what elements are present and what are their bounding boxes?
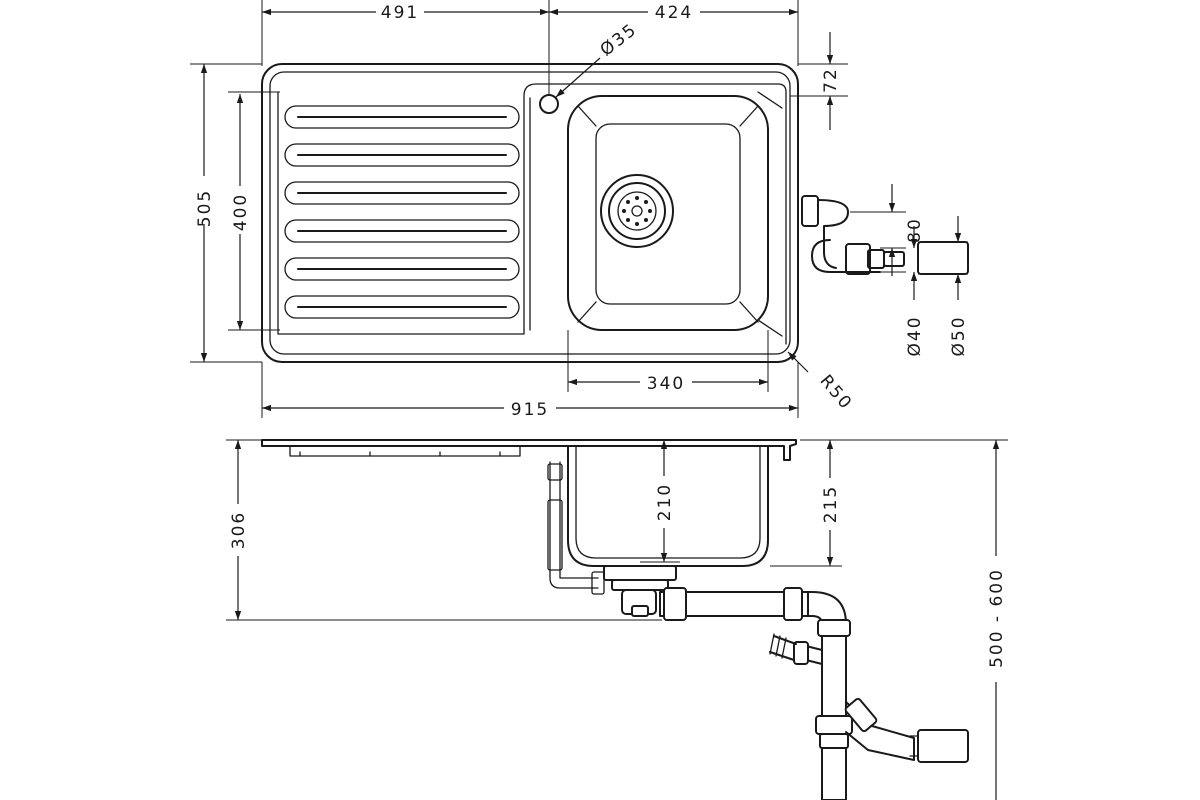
drainer-grooves [284,105,520,319]
dim-outlet-50: Ø50 [949,315,969,356]
dim-bowl-depth-inner: 210 [655,483,675,521]
dim-drainer-depth: 400 [231,193,251,231]
tap-hole [539,94,559,114]
drainer-edge [277,83,787,345]
dim-bowl-width: 340 [647,374,685,394]
dim-rim-to-bowl: 72 [821,67,841,93]
dim-overflow-height: 80 [905,217,925,243]
dim-bowl-depth-outer: 215 [821,485,841,523]
dim-corner-radius: R50 [815,371,856,414]
bowl-outer [567,95,769,331]
dim-overall-width: 915 [511,400,549,420]
waste-pipe [659,587,969,800]
top-view-dimensions [190,0,968,418]
sink-rim-profile [261,439,797,461]
top-view [261,63,969,363]
dim-bowl-offset: 424 [655,3,693,23]
drain-strainer [600,174,674,248]
bowl-inner [595,123,741,305]
side-view [261,439,969,800]
dim-drainer-length: 491 [381,3,419,23]
top-view-labels: 491 424 Ø35 72 505 400 80 Ø40 Ø50 340 R5… [194,0,969,420]
dim-waste-height: 500 - 600 [987,568,1007,668]
overflow-pipe [549,461,599,589]
bowl-corners [577,105,759,323]
bowl-overflow-ramp [757,91,783,337]
waste-outlet [603,565,677,617]
side-view-dimensions [226,439,1008,800]
dim-tap-hole: Ø35 [597,20,642,61]
dim-installation-depth: 306 [229,511,249,549]
sink-outer-rim [261,63,799,363]
side-outlet-fittings [801,195,969,275]
sink-inner-rim [269,71,791,355]
side-view-labels: 306 210 215 500 - 600 [228,476,1007,682]
dim-outlet-40: Ø40 [905,315,925,356]
dim-overall-depth: 505 [195,189,215,227]
